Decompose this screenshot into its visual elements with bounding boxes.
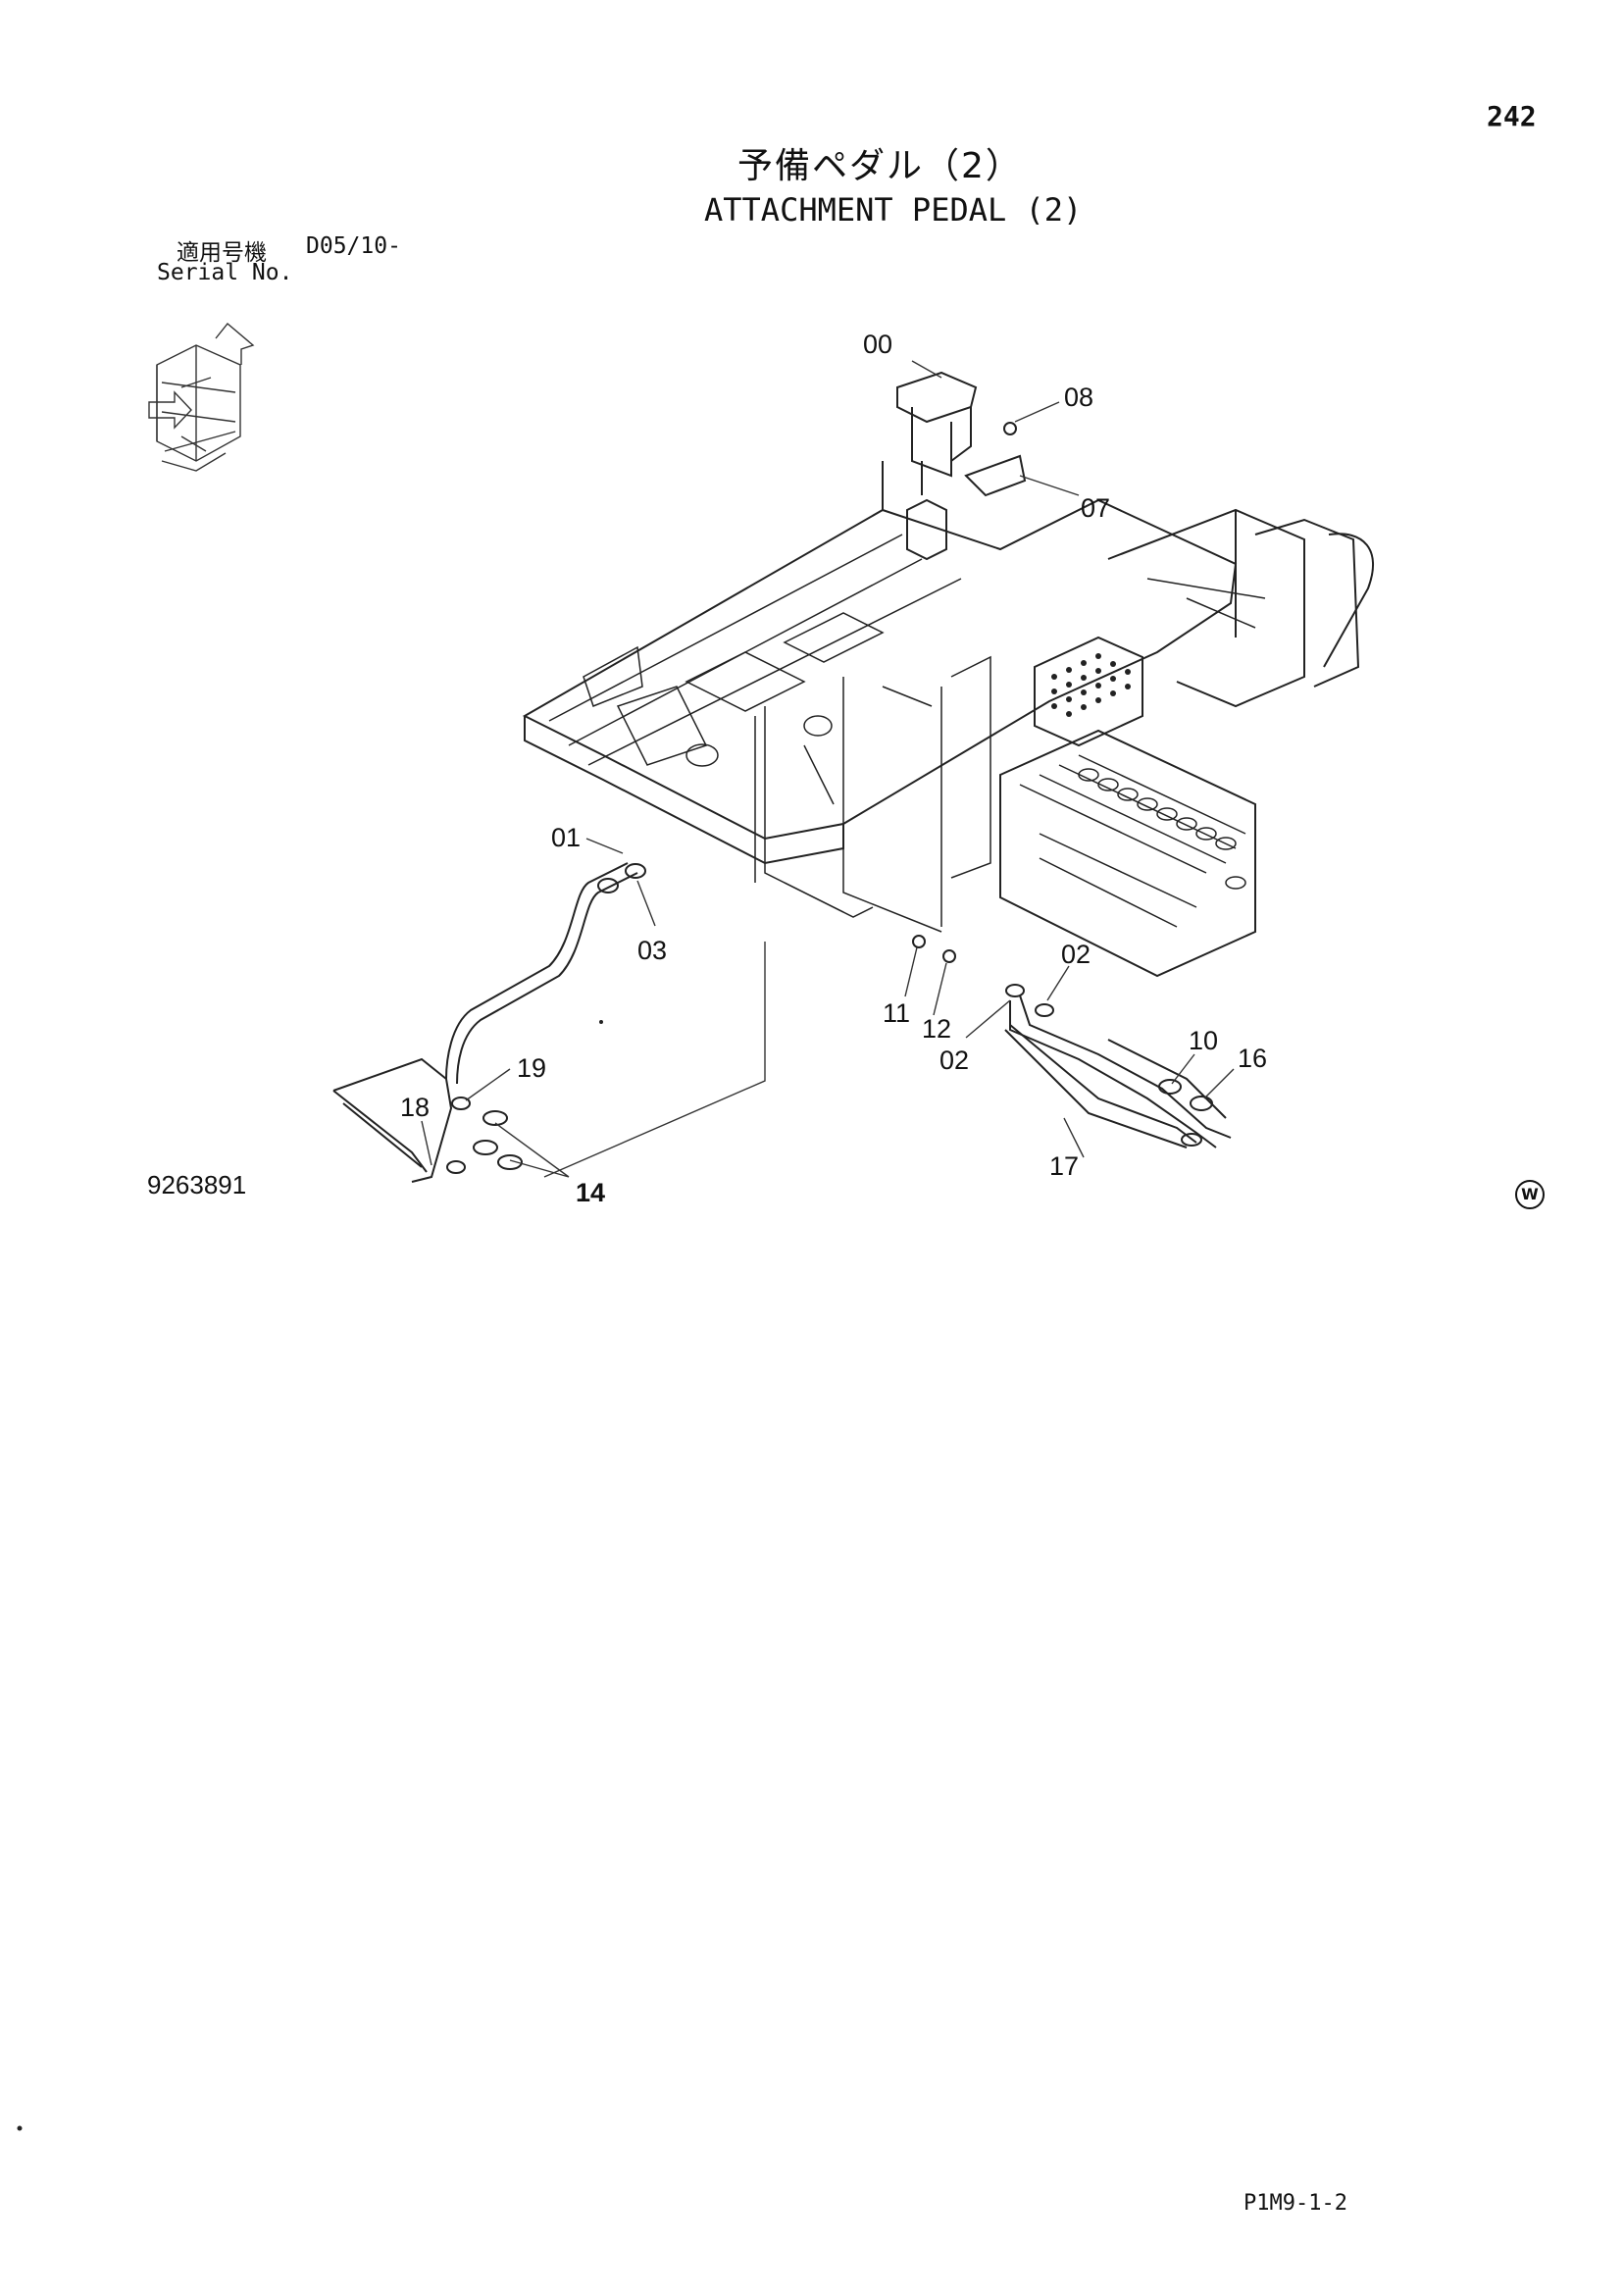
callout-16: 16 [1238,1044,1267,1073]
callout-18: 18 [400,1093,430,1122]
page-number: 242 [1487,100,1537,132]
callout-labels: 00 08 07 01 03 02 11 12 02 10 16 17 19 1… [400,330,1267,1207]
callout-14: 14 [576,1178,605,1207]
plate-07 [964,454,1027,497]
hose-right [912,935,1232,1148]
hose-left [332,862,646,1183]
serial-code: D05/10- [306,233,401,259]
callout-03: 03 [637,936,667,965]
serial-label-japanese: 適用号機 [177,240,267,266]
callout-01: 01 [551,823,581,852]
leader-lines [421,360,1235,1178]
footer-code: P1M9-1-2 [1243,2191,1347,2216]
callout-00: 00 [863,330,892,359]
callout-07: 07 [1081,493,1110,523]
title-japanese: 予備ペダル（2） [737,146,1023,186]
w-mark-icon: W [1515,1180,1545,1209]
callout-12: 12 [922,1014,951,1044]
pedal-bracket-00 [882,371,978,561]
callout-08: 08 [1064,383,1093,412]
callout-17: 17 [1049,1151,1079,1181]
bolt-08 [1003,422,1017,435]
title-english: ATTACHMENT PEDAL (2) [704,191,1083,229]
callout-02-upper: 02 [1061,940,1091,969]
callout-10: 10 [1189,1026,1218,1055]
orientation-icon [148,323,255,472]
frame [522,498,1374,978]
callout-11: 11 [883,998,910,1028]
serial-label-english: Serial No. [157,260,293,285]
drawing-number: 9263891 [147,1170,247,1199]
callout-02-lower: 02 [939,1046,969,1075]
callout-19: 19 [517,1053,546,1083]
